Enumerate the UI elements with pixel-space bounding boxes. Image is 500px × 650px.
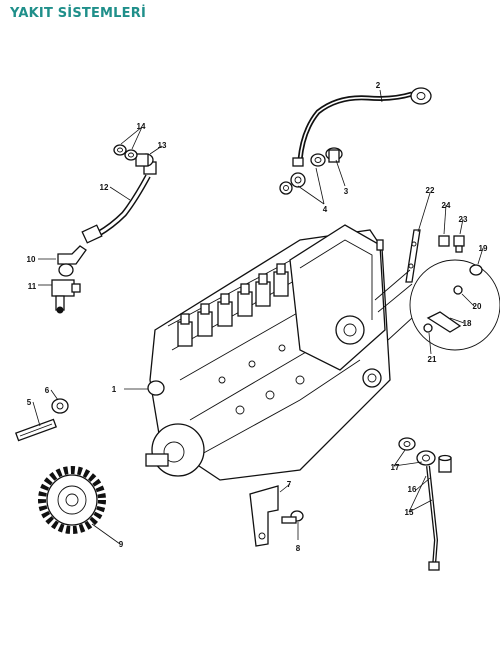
page-title: YAKIT SİSTEMLERİ bbox=[10, 6, 146, 21]
part-3-banjo-bolt bbox=[310, 147, 343, 167]
callout-4: 4 bbox=[323, 205, 328, 214]
part-12-flexible-hose bbox=[81, 161, 157, 244]
callout-17: 17 bbox=[391, 463, 400, 472]
callout-3: 3 bbox=[344, 187, 349, 196]
callout-20: 20 bbox=[473, 302, 482, 311]
part-10-elbow-fitting bbox=[57, 245, 87, 277]
callout-2: 2 bbox=[376, 81, 381, 90]
part-21-nut bbox=[423, 323, 433, 333]
callout-23: 23 bbox=[459, 215, 468, 224]
callout-15: 15 bbox=[405, 508, 414, 517]
callout-1: 1 bbox=[112, 385, 117, 394]
part-8-bolt bbox=[281, 510, 304, 524]
callout-5: 5 bbox=[27, 398, 32, 407]
part-17-banjo-washers bbox=[398, 437, 436, 466]
callout-14: 14 bbox=[137, 122, 146, 131]
part-22-bracket bbox=[405, 229, 421, 283]
callout-labels: 1 2 3 4 5 6 7 8 9 10 11 12 13 14 15 16 1… bbox=[27, 81, 488, 553]
callout-10: 10 bbox=[27, 255, 36, 264]
part-11-tee-fitting bbox=[51, 279, 81, 314]
part-24-nut bbox=[438, 235, 450, 247]
callout-7: 7 bbox=[287, 480, 292, 489]
part-13-hose-banjo bbox=[135, 153, 154, 167]
callout-24: 24 bbox=[442, 201, 451, 210]
callout-13: 13 bbox=[158, 141, 167, 150]
part-18-lever bbox=[426, 311, 462, 333]
callout-6: 6 bbox=[45, 386, 50, 395]
part-6-nut bbox=[51, 398, 69, 414]
part-9-drive-gear bbox=[38, 466, 106, 534]
linkage-detail-view bbox=[387, 259, 500, 351]
callout-16: 16 bbox=[408, 485, 417, 494]
part-7-mounting-bracket bbox=[249, 485, 279, 547]
part-2-fuel-pipe bbox=[292, 87, 432, 167]
part-23-bolt bbox=[453, 235, 465, 253]
part-19-clip bbox=[469, 264, 483, 276]
callout-11: 11 bbox=[28, 282, 37, 291]
part-16-bolt bbox=[438, 454, 452, 473]
callout-leader-lines bbox=[32, 89, 484, 545]
callout-8: 8 bbox=[296, 544, 301, 553]
part-20-ball-joint bbox=[453, 285, 463, 295]
part-15-return-pipe bbox=[426, 465, 440, 571]
callout-21: 21 bbox=[428, 355, 437, 364]
delivery-valve-holders bbox=[177, 263, 289, 347]
part-14-washers bbox=[113, 144, 138, 161]
part-5-stud bbox=[15, 418, 57, 442]
callout-9: 9 bbox=[119, 540, 124, 549]
callout-12: 12 bbox=[100, 183, 109, 192]
part-1-injection-pump bbox=[145, 224, 391, 481]
callout-22: 22 bbox=[426, 186, 435, 195]
callout-19: 19 bbox=[479, 244, 488, 253]
callout-18: 18 bbox=[463, 319, 472, 328]
part-4-sealing-washers bbox=[279, 172, 306, 195]
